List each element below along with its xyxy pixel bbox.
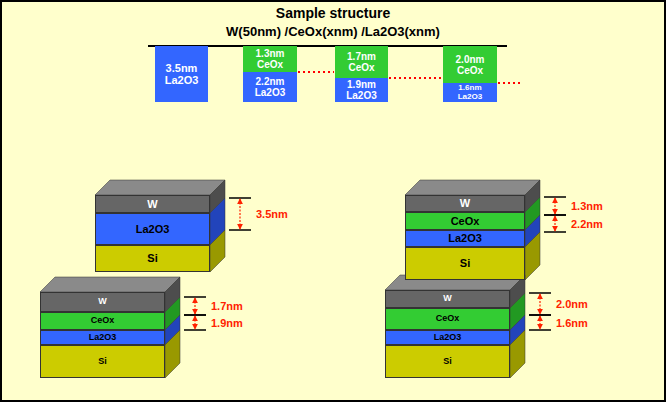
layer-bar: 3.5nm La2O3 <box>155 46 208 102</box>
layer-stack <box>40 277 180 378</box>
side-face <box>210 230 225 272</box>
layer-front: W <box>95 195 210 213</box>
layer-label: 2.0nm CeOx <box>450 54 490 76</box>
subtitle: W(50nm) /CeOx(xnm) /La2O3(xnm) <box>226 24 440 39</box>
thickness-label: 1.9nm <box>211 317 243 329</box>
top-face <box>95 180 225 195</box>
layer-bar: 1.3nm CeOx <box>243 46 297 72</box>
layer-label: CeOx <box>91 316 115 326</box>
layer-label: La2O3 <box>448 232 482 244</box>
dimension-mark <box>544 215 566 232</box>
layer-label: La2O3 <box>89 333 117 343</box>
layer-label: 1.9nm La2O3 <box>342 79 381 101</box>
layer-label: Si <box>98 357 107 367</box>
thickness-label: 2.2nm <box>571 218 603 230</box>
layer-label: Si <box>443 357 452 367</box>
layer-label: 1.3nm CeOx <box>250 48 290 70</box>
thickness-label: 1.3nm <box>571 200 603 212</box>
dimension-mark <box>184 297 206 315</box>
thickness-label: 1.7nm <box>211 300 243 312</box>
layer-label: Si <box>460 257 470 269</box>
thickness-label: 1.6nm <box>556 317 588 329</box>
layer-front: W <box>385 290 510 308</box>
layer-label: La2O3 <box>434 333 462 343</box>
layer-front: La2O3 <box>40 330 165 345</box>
layer-front: CeOx <box>40 312 165 330</box>
layer-label: W <box>147 198 157 210</box>
layer-label: W <box>443 294 452 304</box>
thickness-label: 3.5nm <box>256 208 288 220</box>
layer-front: La2O3 <box>405 230 525 247</box>
layer-front: Si <box>385 345 510 378</box>
diagram-title: Sample structure <box>276 5 390 21</box>
layer-label: CeOx <box>436 314 460 324</box>
layer-label: 1.7nm CeOx <box>342 51 381 73</box>
layer-front: La2O3 <box>95 213 210 245</box>
side-face <box>165 330 180 378</box>
layer-front: Si <box>405 247 525 280</box>
side-face <box>510 330 525 378</box>
layer-front: CeOx <box>385 308 510 330</box>
dimension-mark <box>529 315 551 330</box>
layer-front: CeOx <box>405 212 525 230</box>
dimension-mark <box>529 293 551 315</box>
layer-front: Si <box>40 345 165 378</box>
layer-front: Si <box>95 245 210 272</box>
layer-label: 3.5nm La2O3 <box>162 62 201 86</box>
layer-bar: 1.7nm CeOx <box>335 46 388 78</box>
layer-label: Si <box>147 252 157 264</box>
top-face <box>405 180 540 195</box>
dimension-mark <box>544 197 566 215</box>
layer-label: 2.2nm La2O3 <box>250 76 290 98</box>
top-face <box>40 277 180 292</box>
layer-front: W <box>405 195 525 212</box>
layer-bar: 2.0nm CeOx <box>443 46 497 83</box>
layer-label: W <box>460 197 470 209</box>
layer-bar: 1.9nm La2O3 <box>335 78 388 102</box>
layer-stack <box>385 275 525 378</box>
thickness-label: 2.0nm <box>556 298 588 310</box>
layer-label: La2O3 <box>136 223 170 235</box>
layer-stack <box>95 180 225 272</box>
side-face <box>525 232 540 280</box>
layer-bar: 2.2nm La2O3 <box>243 72 297 102</box>
dimension-mark <box>184 315 206 330</box>
layer-label: 1.6nm La2O3 <box>450 84 490 102</box>
dimension-mark <box>229 198 251 230</box>
layer-label: CeOx <box>451 215 480 227</box>
layer-front: W <box>40 292 165 312</box>
layer-label: W <box>98 297 107 307</box>
layer-bar: 1.6nm La2O3 <box>443 83 497 102</box>
layer-stack <box>405 180 540 280</box>
layer-front: La2O3 <box>385 330 510 345</box>
